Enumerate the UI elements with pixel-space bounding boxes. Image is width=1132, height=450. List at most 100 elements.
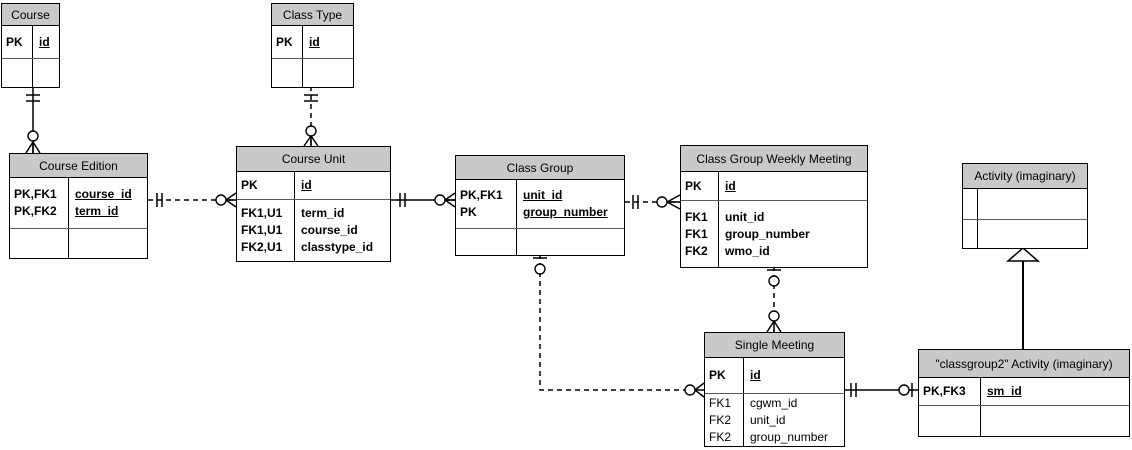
field-key-tag: PK [460, 205, 477, 219]
field-name-column: id [744, 358, 844, 393]
entity-single-meeting-keys-section: PK id [705, 358, 844, 393]
zero-cardinality-circle [657, 197, 667, 207]
relationship-line-segment [304, 136, 311, 146]
field-name: cgwm_id [750, 395, 798, 410]
relationship-line-segment [226, 200, 236, 207]
relationship-line-segment [540, 254, 689, 390]
key-tag-column: PK,FK3 [919, 378, 981, 405]
relationship-course-course-edition [26, 86, 40, 153]
field-name: group_number [750, 429, 829, 444]
entity-course-attrs-section [2, 58, 59, 87]
field-name: unit_id [750, 412, 786, 427]
relationship-course-unit-class-group [391, 193, 455, 207]
field-key-tag: PK [241, 178, 258, 192]
key-tag-column [2, 59, 33, 87]
entity-title: Course Edition [10, 154, 147, 178]
entity-course-unit-keys-section: PK id [237, 172, 390, 199]
entity-title: Course [2, 4, 59, 26]
field-key-tag: FK2 [709, 412, 732, 427]
entity-activity: Activity (imaginary) [962, 163, 1088, 249]
zero-cardinality-circle [769, 276, 779, 286]
entity-classgroup2-activity-attrs-section [919, 405, 1129, 436]
field-key-tag: FK2 [685, 243, 708, 258]
entity-title: "classgroup2" Activity (imaginary) [919, 350, 1129, 378]
field-key-tag: PK [685, 178, 702, 193]
key-tag-column [456, 229, 517, 255]
field-key-tag: PK,FK1 [460, 188, 503, 202]
entity-class-type-keys-section: PK id [272, 26, 353, 58]
entity-title: Class Type [272, 4, 353, 26]
key-tag-column: PK [705, 358, 744, 393]
relationship-line-segment [26, 142, 33, 153]
field-key-tag: FK2 [709, 429, 732, 444]
field-name: group_number [725, 226, 810, 241]
field-name: term_id [301, 206, 345, 220]
field-key-tag: PK [6, 34, 23, 49]
field-name-column [303, 59, 353, 87]
field-name: group_number [523, 205, 608, 219]
inheritance-classgroup2-activity-to-activity [1008, 248, 1038, 349]
field-name-column: id [719, 172, 867, 200]
field-name: id [750, 368, 761, 382]
key-tag-column: PK [272, 26, 303, 58]
zero-cardinality-circle [899, 385, 909, 395]
field-key-tag: PK,FK1 [14, 187, 57, 201]
field-name-column [978, 189, 1087, 219]
field-key-tag: PK,FK3 [923, 384, 966, 398]
field-name-column: id [295, 172, 390, 199]
field-key-tag: FK1 [709, 395, 732, 410]
entity-class-type-attrs-section [272, 58, 353, 87]
entity-activity-keys-section [963, 189, 1087, 219]
zero-cardinality-circle [685, 385, 695, 395]
key-tag-column: PK [681, 172, 719, 200]
field-key-tag: FK1,U1 [241, 223, 283, 237]
entity-title: Single Meeting [705, 333, 844, 358]
relationship-class-group-weekly-meeting-single-meeting [767, 266, 781, 332]
field-name-column [517, 229, 624, 255]
field-name: classtype_id [301, 240, 374, 254]
key-tag-column: PK [237, 172, 295, 199]
field-name-column: id [303, 26, 353, 58]
relationship-class-type-course-unit [304, 86, 318, 146]
field-key-tag: FK1 [685, 226, 708, 241]
field-name: id [309, 34, 320, 49]
relationship-line-segment [767, 321, 774, 332]
entity-title: Activity (imaginary) [963, 164, 1087, 189]
field-key-tag: PK,FK2 [14, 204, 57, 218]
field-name-column [978, 220, 1087, 248]
entity-classgroup2-activity: "classgroup2" Activity (imaginary)PK,FK3… [918, 349, 1130, 437]
key-tag-column [963, 189, 978, 219]
zero-cardinality-circle [306, 126, 316, 136]
zero-cardinality-circle [435, 195, 445, 205]
key-tag-column [919, 406, 981, 436]
entity-title: Class Group Weekly Meeting [681, 146, 867, 172]
field-key-tag: PK [276, 34, 293, 49]
field-name-column [981, 406, 1129, 436]
key-tag-column [10, 229, 69, 258]
key-tag-column: PK [2, 26, 33, 58]
relationship-class-group-single-meeting [533, 254, 704, 397]
relationship-line-segment [311, 136, 318, 146]
field-name-column [69, 229, 147, 258]
field-name: term_id [75, 204, 119, 218]
relationship-class-group-class-group-weekly-meeting [625, 195, 680, 209]
field-key-tag: FK1,U1 [241, 206, 283, 220]
key-tag-column [963, 220, 978, 248]
